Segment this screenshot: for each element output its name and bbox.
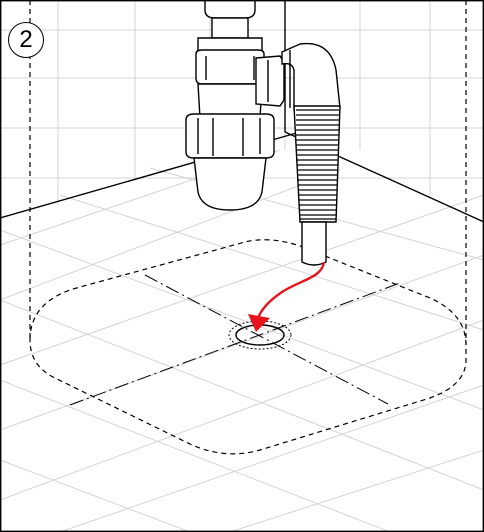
flexible-drain-hose <box>293 105 341 266</box>
step-number-badge: 2 <box>8 22 44 58</box>
bottle-siphon-trap <box>185 0 285 211</box>
siphon-outlet-elbow <box>281 42 341 111</box>
direction-arrow <box>248 261 326 332</box>
floor-tile-grid <box>0 149 484 532</box>
drain-center-lines <box>69 274 401 406</box>
